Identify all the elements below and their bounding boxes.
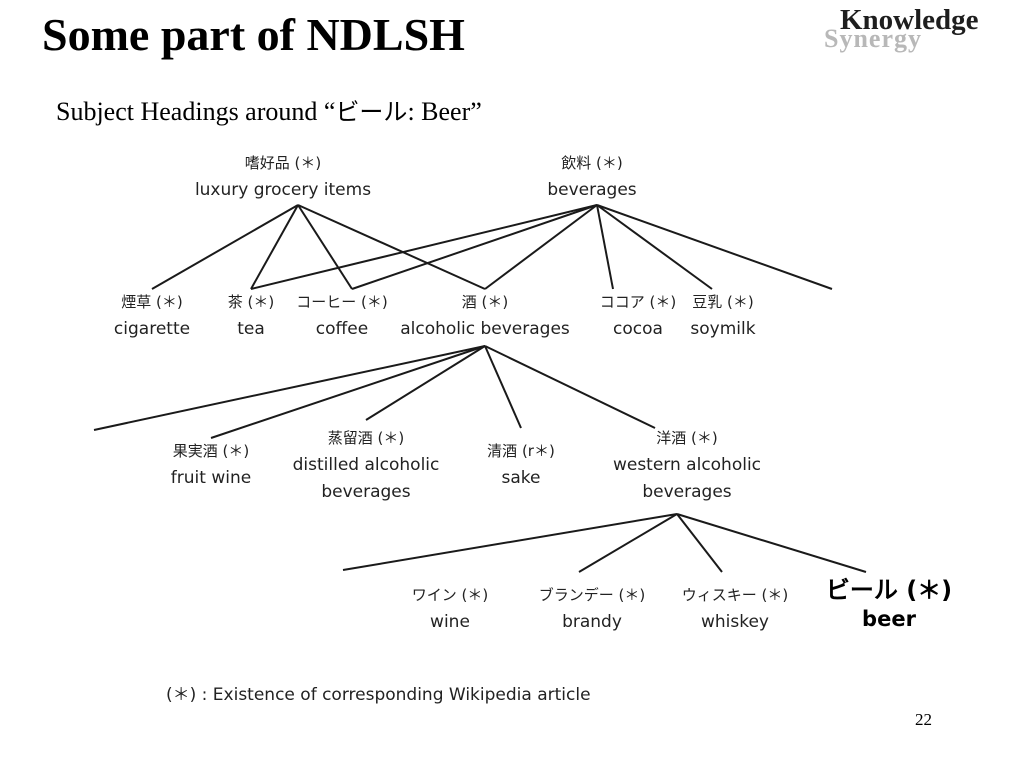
node-jp-label: 洋酒 (＊) (656, 429, 718, 447)
edge-western-whiskey (676, 513, 723, 573)
node-jp-label: ウィスキー (＊) (681, 586, 789, 604)
edge-luxury-cigarette (151, 204, 299, 290)
node-distilled-alcoholic-beverages: 蒸留酒 (＊) distilled alcoholic beverages (293, 425, 440, 506)
node-sake: 清酒 (r＊) sake (487, 438, 555, 492)
node-jp-label: 果実酒 (＊) (172, 442, 250, 460)
edge-beverages-coffee (351, 204, 598, 290)
node-brandy: ブランデー (＊) brandy (539, 582, 645, 636)
node-jp-label: 煙草 (＊) (121, 293, 183, 311)
edge-luxury-tea (250, 204, 299, 290)
node-en-label: beer (862, 607, 916, 631)
node-en-label: alcoholic beverages (400, 319, 570, 339)
subtitle-suffix: : Beer” (407, 97, 482, 126)
edge-beverages-soymilk (596, 204, 713, 290)
node-jp-label: 茶 (＊) (227, 293, 275, 311)
edge-alcoholic-fruit-wine (210, 345, 486, 439)
node-whiskey: ウィスキー (＊) whiskey (682, 582, 788, 636)
edge-alcoholic-sake (484, 345, 522, 429)
node-fruit-wine: 果実酒 (＊) fruit wine (171, 438, 251, 492)
edge-luxury-alcoholic (297, 204, 486, 290)
node-jp-label: 嗜好品 (＊) (244, 154, 322, 172)
node-wine: ワイン (＊) wine (412, 582, 488, 636)
node-en-label: fruit wine (170, 468, 252, 488)
node-jp-label: 豆乳 (＊) (692, 293, 754, 311)
subtitle-prefix: Subject Headings around “ (56, 97, 336, 126)
node-western-alcoholic-beverages: 洋酒 (＊) western alcoholic beverages (613, 425, 761, 506)
node-cigarette: 煙草 (＊) cigarette (114, 289, 190, 343)
edge-alcoholic-offscreen (93, 345, 486, 431)
edge-western-beer (676, 513, 867, 573)
node-en-label-line2: beverages (321, 482, 411, 502)
node-en-label: wine (430, 612, 470, 632)
node-soymilk: 豆乳 (＊) soymilk (690, 289, 755, 343)
node-jp-label: ビール (＊) (825, 576, 953, 604)
node-en-label-line2: beverages (642, 482, 732, 502)
node-en-label-line1: distilled alcoholic (292, 455, 440, 475)
node-coffee: コーヒー (＊) coffee (296, 289, 387, 343)
slide-subtitle: Subject Headings around “ビール: Beer” (56, 92, 482, 127)
node-beer: ビール (＊) beer (826, 574, 952, 633)
knowledge-synergy-logo: Synergy Knowledge (820, 4, 1010, 64)
node-en-label: beverages (547, 180, 637, 200)
node-cocoa: ココア (＊) cocoa (600, 289, 676, 343)
edge-beverages-offscreen (596, 204, 833, 290)
node-en-label: cigarette (113, 319, 191, 339)
subtitle-japanese-term: ビール (335, 98, 408, 126)
node-en-label: cocoa (613, 319, 663, 339)
node-en-label: coffee (315, 319, 369, 339)
edge-beverages-tea (250, 204, 598, 290)
node-en-label: luxury grocery items (194, 180, 372, 200)
node-en-label: tea (237, 319, 265, 339)
node-jp-label: 蒸留酒 (＊) (327, 429, 405, 447)
wikipedia-footnote: (＊) : Existence of corresponding Wikiped… (166, 685, 591, 705)
node-jp-label: ココア (＊) (599, 293, 677, 311)
node-jp-label: ワイン (＊) (411, 586, 489, 604)
edge-luxury-coffee (297, 204, 353, 290)
node-alcoholic-beverages: 酒 (＊) alcoholic beverages (400, 289, 570, 343)
edge-alcoholic-western (484, 345, 656, 429)
node-en-label-line1: western alcoholic (612, 455, 762, 475)
node-en-label: brandy (562, 612, 622, 632)
edge-beverages-cocoa (596, 204, 614, 290)
logo-knowledge-text: Knowledge (840, 4, 979, 36)
node-en-label: sake (501, 468, 541, 488)
node-en-label: soymilk (690, 319, 756, 339)
node-jp-label: 清酒 (r＊) (487, 442, 555, 460)
node-jp-label: コーヒー (＊) (296, 293, 388, 311)
slide-title: Some part of NDLSH (42, 9, 465, 60)
node-luxury-grocery-items: 嗜好品 (＊) luxury grocery items (195, 150, 371, 204)
edge-western-brandy (578, 513, 678, 573)
node-en-label: whiskey (700, 612, 770, 632)
edge-alcoholic-distilled (365, 345, 486, 421)
node-tea: 茶 (＊) tea (228, 289, 274, 343)
node-beverages: 飲料 (＊) beverages (547, 150, 636, 204)
edge-beverages-alcoholic (484, 204, 598, 290)
page-number: 22 (915, 710, 932, 729)
node-jp-label: ブランデー (＊) (538, 586, 646, 604)
logo-synergy-text: Synergy (824, 24, 922, 53)
node-jp-label: 酒 (＊) (461, 293, 509, 311)
edge-western-offscreen (342, 513, 678, 571)
node-jp-label: 飲料 (＊) (561, 154, 623, 172)
